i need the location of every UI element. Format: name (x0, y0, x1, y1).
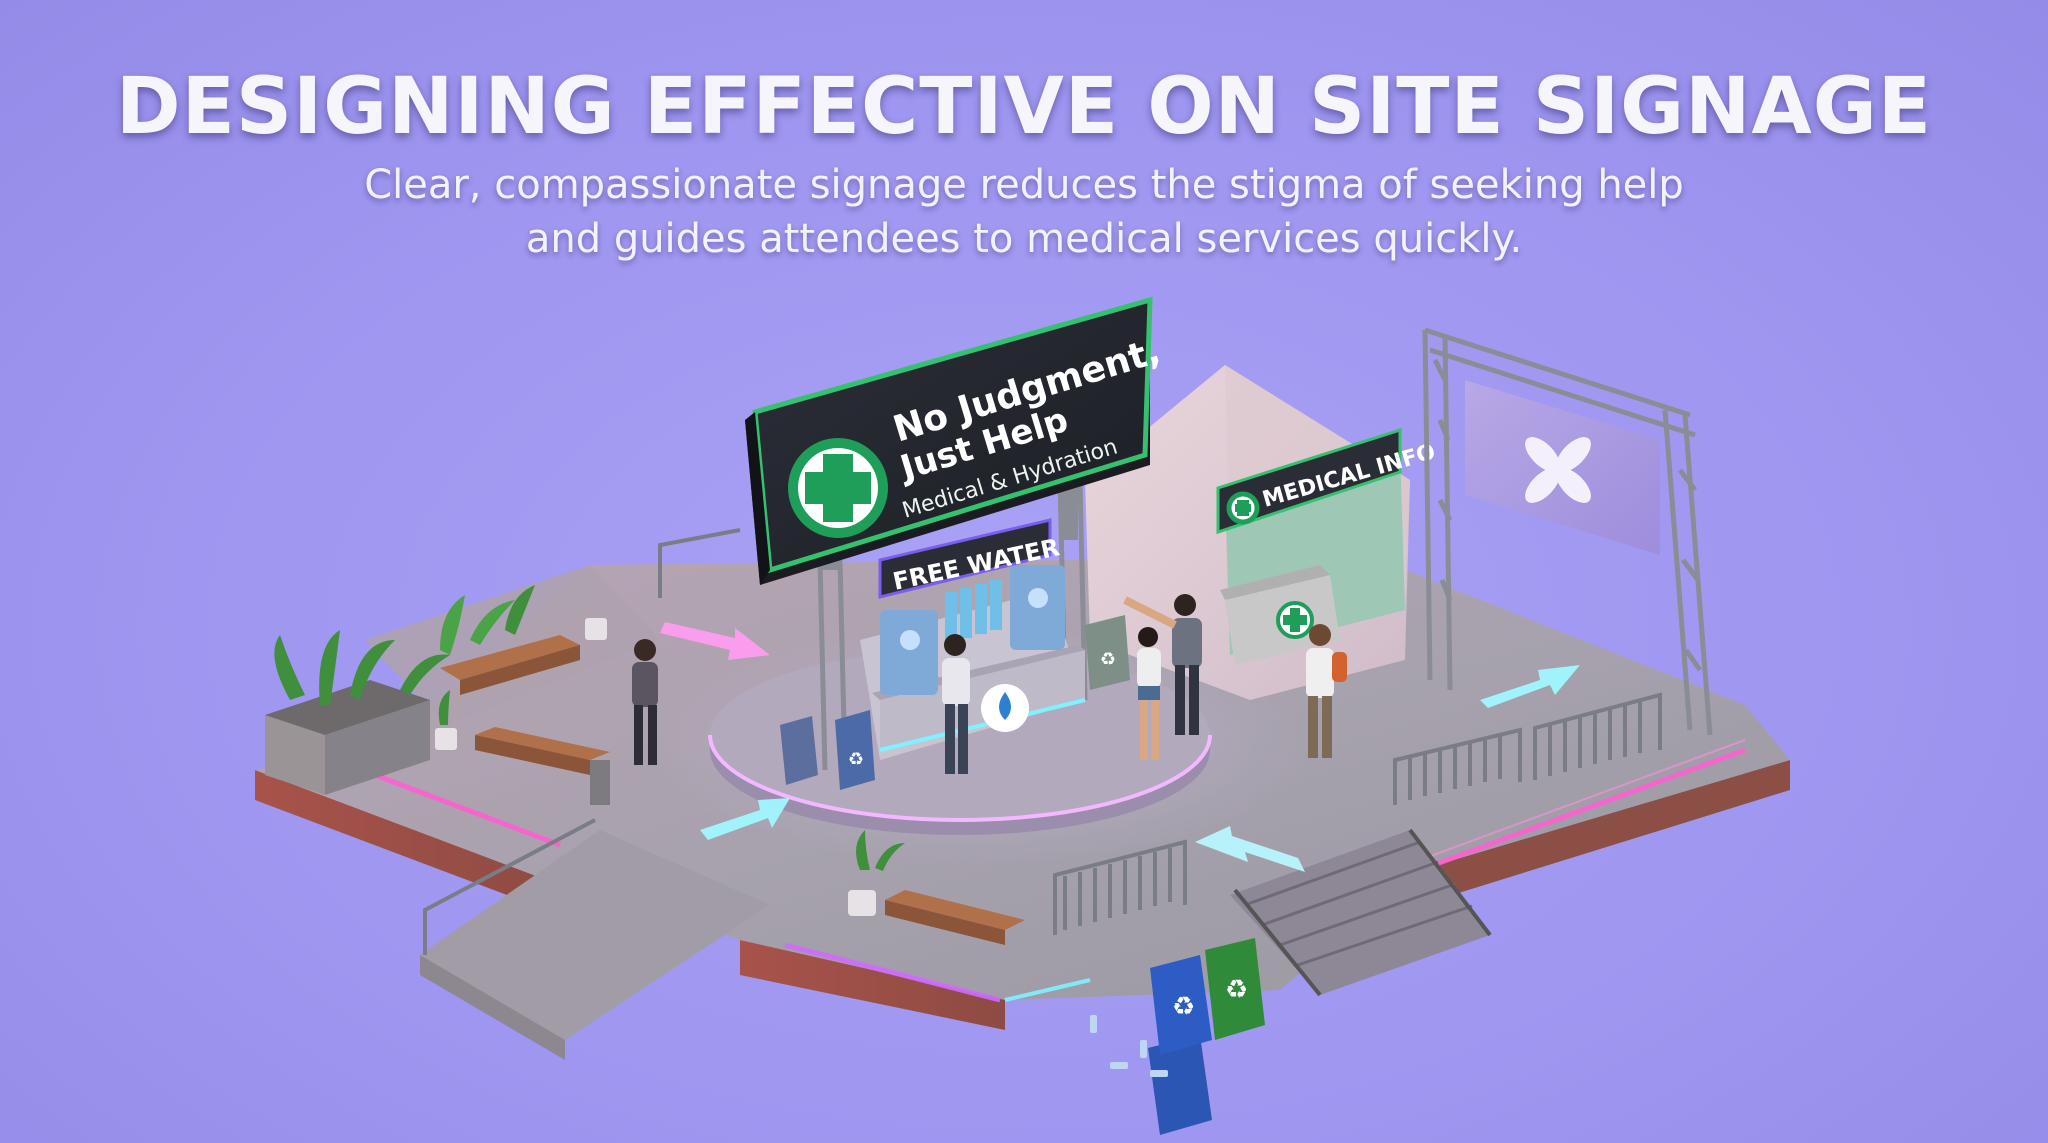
arrow-cyan-left-icon (700, 798, 790, 840)
person-pointing (1123, 594, 1202, 735)
person-at-water (942, 634, 970, 774)
water-drop-icon (981, 684, 1029, 732)
hydration-station: FREE WATER (817, 479, 1088, 771)
plants (274, 585, 905, 871)
recycle-icon: ♻ (1172, 992, 1195, 1022)
gate-banner (1465, 380, 1660, 555)
truss-gate (1422, 327, 1713, 736)
person-woman (1137, 627, 1161, 760)
person-left-walking (632, 639, 658, 765)
person-backpack (1306, 624, 1347, 758)
page-subtitle: Clear, compassionate signage reduces the… (0, 158, 2048, 266)
main-sign: No Judgment, Just Help Medical & Hydrati… (745, 296, 1165, 585)
page-title: DESIGNING EFFECTIVE ON SITE SIGNAGE (115, 62, 1933, 152)
arrow-cyan-right-icon (1480, 665, 1580, 708)
banner-flower-icon (1525, 437, 1591, 503)
scattered-bottles (1090, 1015, 1168, 1077)
subtitle-line-1: Clear, compassionate signage reduces the… (364, 162, 1684, 208)
benches (440, 635, 1025, 945)
recycling-bins: ♻ ♻ ♻ ♻ (780, 615, 1265, 1135)
subtitle-line-2: and guides attendees to medical services… (525, 216, 1523, 262)
arrow-cyan-up-icon (1195, 826, 1305, 872)
people (632, 594, 1347, 774)
recycle-icon: ♻ (848, 749, 864, 770)
desk-cross-sign (1276, 601, 1314, 639)
pots (435, 618, 876, 916)
main-sign-cross-icon (788, 438, 888, 538)
stairs (1230, 828, 1492, 997)
barriers (423, 528, 1662, 955)
planter-box (265, 680, 430, 795)
arrow-pink-icon (660, 622, 770, 660)
recycle-icon: ♻ (1100, 649, 1116, 670)
recycle-icon: ♻ (1225, 975, 1248, 1005)
floor-arrows (660, 622, 1580, 872)
